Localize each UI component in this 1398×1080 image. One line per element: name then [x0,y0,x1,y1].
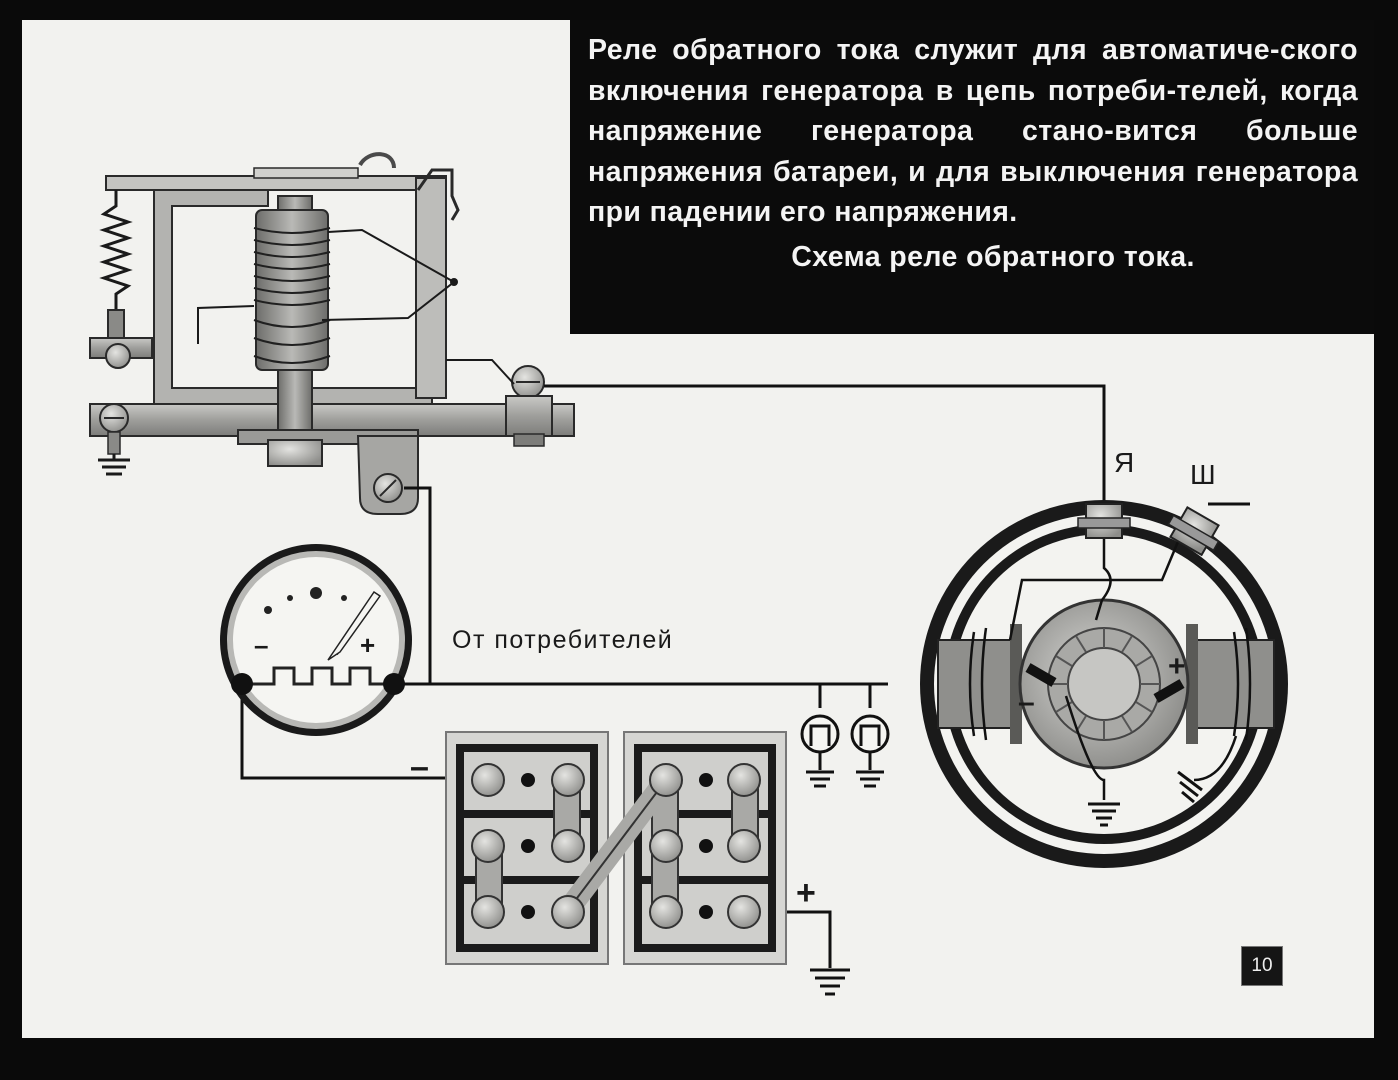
circuit-diagram: – + От потребителей – [89,152,1288,996]
consumer-lamp-2 [850,714,890,788]
relay-core-nut [267,439,323,467]
relay-wire-contact [446,359,515,385]
generator-brush-plus [1153,679,1185,703]
generator-ground-inner [1088,802,1120,827]
relay-return-spring [99,190,133,314]
ammeter-minus-label: – [254,630,268,660]
caption-text: Реле обратного тока служит для автоматич… [588,34,1358,228]
relay-adjuster-nut [105,343,131,369]
page-number: 10 [1241,946,1283,986]
ammeter-terminal-right [383,673,405,695]
generator-brush-minus [1025,663,1057,687]
generator-pole-right [1193,639,1275,729]
relay [89,152,575,515]
ammeter: – + [220,544,412,736]
battery-ground-symbol [810,968,850,996]
relay-wire-series [197,305,255,344]
armature-terminal-label: Я [1114,447,1134,478]
relay-coil [255,209,329,371]
consumer-lamp-1 [800,714,840,788]
caption-title: Схема реле обратного тока. [791,240,1195,273]
generator-pole-left [937,639,1015,729]
ammeter-shunt [244,666,394,686]
consumers-label: От потребителей [452,626,673,654]
generator: – + [920,447,1288,868]
wire-ammeter-to-battery [240,684,488,780]
battery-plus-label: + [796,874,816,912]
slide: – + От потребителей – [22,20,1374,1038]
wire-relay-to-generator [544,384,1106,508]
battery: – [410,731,850,996]
relay-ground-symbol [98,454,130,476]
generator-minus-label: – [1018,686,1035,719]
relay-contact-arm [415,177,447,399]
relay-terminal-right-block [505,395,553,437]
relay-contact-spring [416,168,460,221]
relay-wire-junction [450,278,458,286]
caption-box: Реле обратного тока служит для автоматич… [570,20,1374,334]
relay-armature-plate [253,167,359,179]
ammeter-plus-label: + [360,630,375,660]
generator-ground-field [1177,770,1203,804]
relay-ground-stud [107,431,121,455]
ammeter-terminal-left [231,673,253,695]
wire-relay-to-ammeter [404,486,432,684]
relay-coil-windings [253,227,331,364]
generator-commutator [1067,647,1141,721]
relay-hook [358,152,396,169]
battery-minus-label: – [410,748,429,786]
shunt-terminal-label: Ш [1190,459,1216,490]
generator-plus-label: + [1168,650,1186,683]
